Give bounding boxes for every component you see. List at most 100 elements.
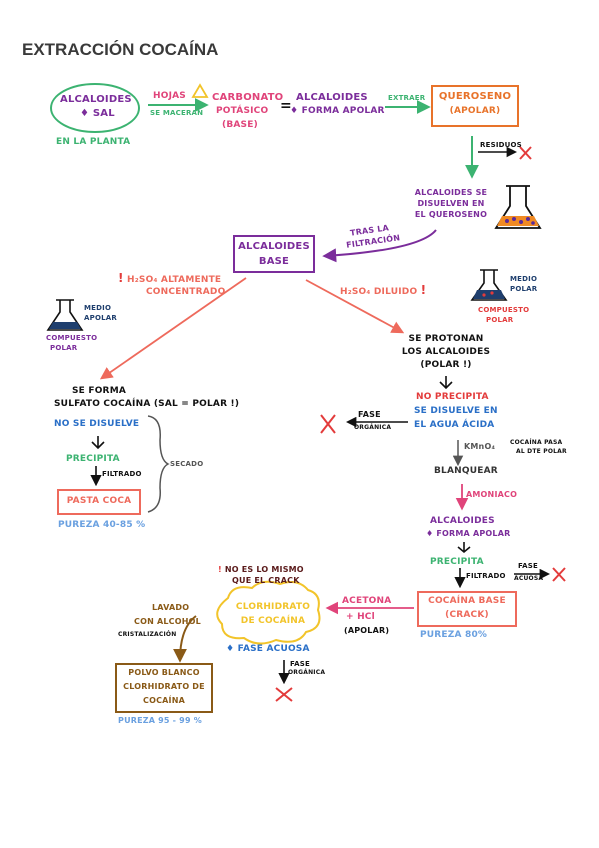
- acetona-line2: + HCl: [346, 612, 375, 622]
- right-precipita: PRECIPITA: [430, 557, 484, 567]
- exclamation-icon: !: [218, 565, 222, 574]
- left-forma-line2-row: SULFATO COCAÍNA (SAL = POLAR !): [54, 399, 239, 409]
- left-h2so4-line2: CONCENTRADO: [146, 287, 226, 297]
- bottom-fase-acuosa: FASE ACUOSA: [237, 644, 310, 654]
- left-branch-arrow: [99, 277, 247, 380]
- polvo-line1: POLVO BLANCO: [128, 668, 200, 677]
- pin-icon: ♦: [226, 644, 235, 654]
- lavado-arrow: [173, 615, 197, 663]
- disuelve-agua-line2: EL AGUA ÁCIDA: [414, 420, 495, 430]
- amoniaco: AMONIACO: [466, 490, 518, 499]
- polvo-line3: COCAÍNA: [143, 696, 185, 705]
- right-diluido-row: H₂SO₄ DILUIDO !: [340, 283, 427, 298]
- right-medio-line2: POLAR: [510, 285, 538, 293]
- right-fase-acuosa-line2: ACUOSA: [514, 575, 544, 582]
- lavado-line1: LAVADO: [152, 603, 190, 612]
- bottom-fase-org-line2: ORGÁNICA: [288, 669, 326, 676]
- acetona-line3: (APOLAR): [344, 626, 390, 635]
- protonan-line3: (POLAR: [420, 360, 460, 370]
- right-diluido: H₂SO₄ DILUIDO: [340, 287, 418, 297]
- flask-queroseno-icon: [494, 185, 542, 229]
- warning-triangle-icon: [191, 83, 209, 98]
- right-medio-line1: MEDIO: [510, 275, 538, 283]
- bottom-fase-org-line1: FASE: [290, 660, 311, 668]
- right-double-arrow-1: [439, 376, 453, 390]
- bottom-pureza: PUREZA 95 - 99 %: [118, 716, 202, 725]
- residuos-label: RESIDUOS: [480, 141, 522, 149]
- base-line2: BASE: [258, 256, 290, 267]
- right-double-arrow-2: [457, 542, 471, 554]
- left-medio-line1: MEDIO: [84, 304, 112, 312]
- start-ellipse: [50, 83, 140, 133]
- left-forma-line2: SULFATO COCAÍNA (SAL = POLAR: [54, 399, 228, 409]
- extraer-label: EXTRAER: [388, 94, 426, 102]
- clorhidrato-cloud: [216, 580, 321, 645]
- right-pureza: PUREZA 80%: [420, 630, 488, 640]
- left-double-arrow-1: [91, 436, 105, 450]
- start-line1: ALCALOIDES: [60, 94, 132, 105]
- kmno4-note-line2: AL DTE POLAR: [516, 448, 567, 455]
- left-h2so4-row: ! H₂SO₄ ALTAMENTE: [118, 271, 222, 286]
- pasta-coca-box: [57, 489, 141, 515]
- clorhidrato-line2: DE COCAÍNA: [240, 616, 306, 626]
- no-es-line2: QUE EL CRACK: [232, 576, 300, 585]
- right-alcaloides-line1: ALCALOIDES: [430, 516, 495, 526]
- start-note: EN LA PLANTA: [56, 137, 131, 147]
- crack-line2: (CRACK): [445, 610, 489, 620]
- lavado-line2: CON ALCOHOL: [134, 617, 201, 626]
- no-es-line1: NO ES LO MISMO: [224, 565, 304, 574]
- protonan-line1: SE PROTONAN: [408, 334, 484, 344]
- left-secado: SECADO: [170, 460, 204, 468]
- filtracion-arrow: [322, 229, 437, 263]
- disuelven-line2: DISUELVEN EN: [417, 199, 485, 208]
- equals-sign: =: [280, 98, 292, 114]
- alcaloides-apolar-line2-row: ♦ FORMA APOLAR: [290, 106, 385, 116]
- secado-brace: [147, 415, 170, 513]
- se-maceran-label: SE MACERAN: [150, 109, 204, 117]
- carbonato-line3: (BASE): [222, 120, 258, 130]
- left-filtrado: FILTRADO: [102, 470, 142, 478]
- no-precipita: NO PRECIPITA: [416, 392, 489, 402]
- protonan-line2: LOS ALCALOIDES: [401, 347, 491, 357]
- start-line2: SAL: [92, 108, 115, 119]
- exclamation-icon: !: [420, 283, 427, 297]
- disuelven-line1: ALCALOIDES SE: [414, 188, 488, 197]
- bottom-fase-acuosa-row: ♦ FASE ACUOSA: [226, 644, 310, 654]
- queroseno-box: [431, 85, 519, 127]
- crack-box: [417, 591, 517, 627]
- residuos-x-icon: [519, 146, 532, 160]
- pasta-coca-label: PASTA COCA: [66, 496, 132, 506]
- disuelve-agua-line1: SE DISUELVE EN: [414, 406, 498, 416]
- carbonato-line1: CARBONATO: [212, 92, 284, 103]
- pin-icon: ♦: [80, 108, 90, 119]
- exclamation-icon: !): [459, 360, 472, 370]
- right-branch-arrow: [305, 279, 405, 334]
- left-medio-line2: APOLAR: [84, 314, 117, 322]
- pin-icon: ♦: [426, 529, 434, 538]
- right-alcaloides-line2: FORMA APOLAR: [436, 529, 511, 538]
- disuelven-line3: EL QUEROSENO: [414, 210, 488, 219]
- carbonato-line2: POTÁSICO: [216, 106, 269, 116]
- right-fase-acuosa-line1: FASE: [518, 562, 539, 570]
- left-no-disuelve: NO SE DISUELVE: [54, 419, 140, 429]
- right-compuesto-line1: COMPUESTO: [478, 306, 530, 314]
- right-filtrado: FILTRADO: [466, 572, 506, 580]
- crack-line1: COCAÍNA BASE: [428, 596, 506, 606]
- alcaloides-base-box: [233, 235, 315, 273]
- start-line2-row: ♦ SAL: [80, 108, 115, 120]
- left-h2so4-line1: H₂SO₄ ALTAMENTE: [127, 275, 222, 285]
- no-es-row: ! NO ES LO MISMO: [218, 565, 304, 574]
- flask-left-icon: [46, 299, 84, 331]
- right-compuesto-line2: POLAR: [486, 316, 514, 324]
- right-alcaloides-line2-row: ♦ FORMA APOLAR: [426, 529, 510, 538]
- kmno4-note-line1: COCAÍNA PASA: [510, 439, 563, 446]
- exclamation-icon: !): [227, 399, 240, 409]
- polvo-box: [115, 663, 213, 713]
- protonan-line3-row: (POLAR !): [396, 360, 496, 370]
- page-title: EXTRACCIÓN COCAÍNA: [22, 40, 219, 59]
- polvo-line2: CLORHIDRATO DE: [123, 682, 205, 691]
- left-forma-line1: SE FORMA: [72, 386, 127, 396]
- fase-organica-line1: FASE: [358, 410, 381, 419]
- fase-acuosa-x-icon: [552, 567, 566, 582]
- queroseno-line2: (APOLAR): [449, 106, 501, 116]
